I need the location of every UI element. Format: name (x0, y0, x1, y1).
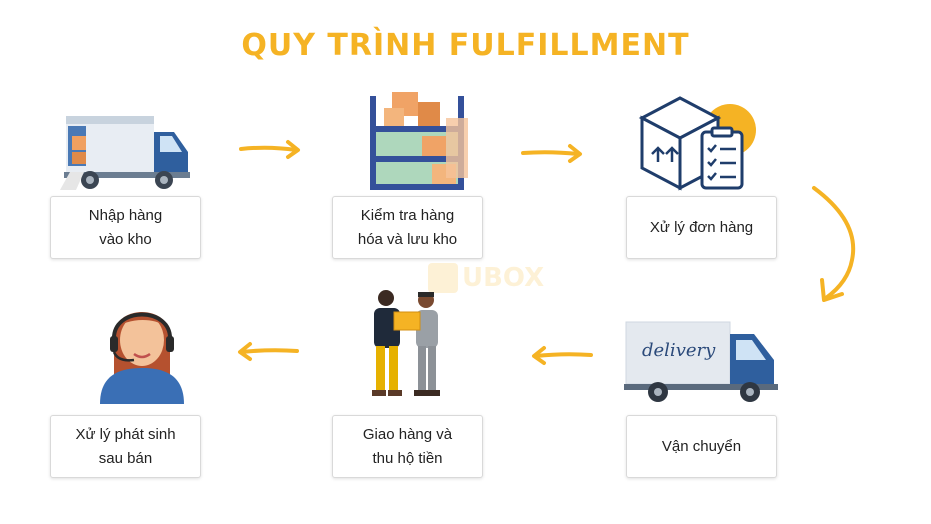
truck-icon (60, 116, 190, 190)
step-box-after-sales: Xử lý phát sinh sau bán (50, 415, 201, 478)
delivery-truck-icon: delivery (624, 321, 778, 402)
warehouse-shelf-icon (370, 92, 468, 190)
step-label: Xử lý phát sinh sau bán (75, 425, 176, 467)
order-clipboard-icon (638, 96, 756, 191)
handover-icon (372, 290, 440, 396)
step-box-process-order: Xử lý đơn hàng (626, 196, 777, 259)
arrow-left-icon (238, 342, 299, 361)
watermark-logo: UBOX (428, 258, 568, 298)
step-box-receive-goods: Nhập hàng vào kho (50, 196, 201, 259)
step-label: Giao hàng và thu hộ tiền (362, 425, 453, 467)
step-box-deliver-cod: Giao hàng và thu hộ tiền (332, 415, 483, 478)
arrow-curve-down-icon (812, 186, 856, 302)
arrow-right-icon (239, 140, 300, 159)
diagram-title: QUY TRÌNH FULFILLMENT (241, 28, 690, 63)
watermark-text: UBOX (462, 263, 545, 293)
step-box-check-store: Kiểm tra hàng hóa và lưu kho (332, 196, 483, 259)
step-label: Vận chuyển (661, 437, 742, 455)
step-label: Nhập hàng vào kho (88, 206, 163, 248)
arrow-right-icon (521, 144, 582, 163)
step-label: Kiểm tra hàng hóa và lưu kho (357, 206, 458, 248)
truck-delivery-text: delivery (642, 340, 716, 361)
support-agent-icon (100, 312, 184, 404)
step-label: Xử lý đơn hàng (649, 218, 754, 236)
step-box-shipping: Vận chuyển (626, 415, 777, 478)
arrow-left-icon (532, 346, 593, 365)
watermark-icon (428, 263, 458, 293)
